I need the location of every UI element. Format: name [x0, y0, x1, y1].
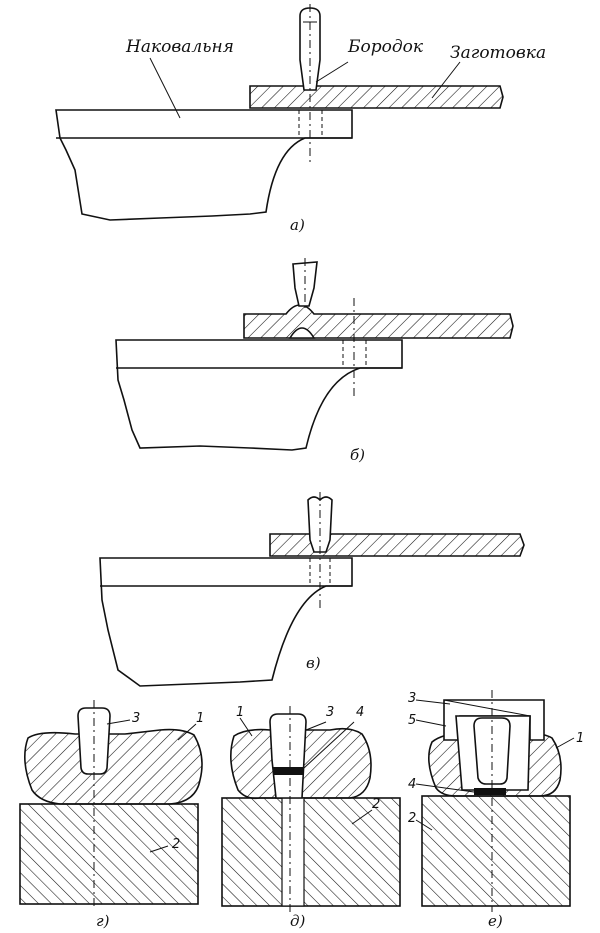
num-d-3: 3 — [326, 705, 334, 720]
leader-g-1 — [177, 723, 197, 741]
leader-e-3 — [415, 699, 451, 705]
caption-d: д) — [290, 912, 306, 930]
leader-punch — [315, 61, 349, 83]
view-e: 3 5 1 4 2 е) — [408, 690, 584, 930]
dimple-b — [288, 327, 316, 339]
anvil-body-a — [55, 109, 353, 221]
slug-4-d — [273, 767, 304, 775]
punch-3-d — [269, 713, 307, 799]
caption-b: б) — [350, 446, 365, 464]
num-d-4: 4 — [356, 705, 364, 720]
caption-e: е) — [488, 912, 503, 930]
num-e-2: 2 — [408, 811, 416, 826]
workpiece-v — [269, 533, 525, 557]
num-e-5: 5 — [408, 713, 416, 728]
die-5-edge — [443, 699, 531, 717]
view-d: 1 3 4 2 д) — [221, 705, 401, 930]
num-g-1: 1 — [196, 711, 204, 726]
hole-d — [281, 797, 305, 907]
part-2-d — [221, 797, 401, 907]
workpiece-a — [249, 85, 504, 109]
part-2-e — [421, 795, 571, 907]
num-e-4: 4 — [408, 777, 416, 792]
part-1-g — [24, 728, 203, 805]
leader-anvil — [149, 57, 181, 119]
label-punch: Бородок — [347, 37, 424, 57]
leader-g-2 — [149, 845, 169, 853]
leader-e-4 — [415, 783, 475, 793]
leader-e-1 — [555, 737, 575, 749]
view-a: Наковальня Бородок Заготовка а) — [55, 4, 546, 234]
num-e-3: 3 — [408, 691, 416, 706]
caption-a: а) — [290, 216, 305, 234]
num-e-1: 1 — [576, 731, 584, 746]
part-2-g — [19, 803, 199, 905]
label-anvil: Наковальня — [125, 37, 234, 57]
leader-g-3 — [106, 719, 131, 725]
leader-d-3 — [305, 721, 327, 731]
punch-v — [307, 496, 333, 553]
leader-d-2 — [351, 809, 373, 825]
num-d-1: 1 — [236, 705, 244, 720]
label-workpiece: Заготовка — [450, 43, 546, 63]
num-g-2: 2 — [172, 837, 180, 852]
slug-4-e — [474, 788, 506, 795]
leader-d-1 — [239, 717, 253, 737]
view-b: б) — [115, 258, 514, 464]
leader-workpiece — [431, 61, 461, 99]
anvil-body-b — [115, 339, 403, 451]
leader-e-5 — [415, 719, 447, 727]
num-d-2: 2 — [372, 797, 380, 812]
leader-d-4 — [303, 721, 355, 769]
num-g-3: 3 — [132, 711, 140, 726]
view-g: 3 1 2 г) — [19, 700, 204, 930]
leader-e-2 — [415, 819, 433, 831]
workpiece-b — [243, 304, 514, 339]
punch-a — [299, 7, 321, 91]
caption-v: в) — [306, 654, 321, 672]
view-v: в) — [99, 492, 525, 687]
caption-g: г) — [96, 912, 110, 930]
